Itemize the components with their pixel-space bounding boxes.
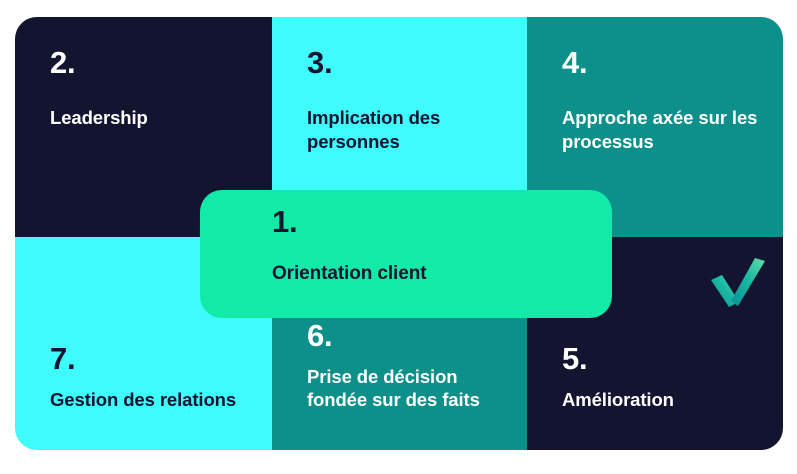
principle-cell-1-center[interactable]: 1. Orientation client: [200, 190, 612, 318]
principle-number: 5.: [562, 341, 588, 377]
principle-label: Gestion des relations: [50, 389, 237, 411]
principle-label: Amélioration: [562, 389, 674, 411]
principle-label: Approche axée sur les processus: [562, 107, 758, 152]
principle-number: 7.: [50, 341, 76, 377]
principle-cell-2[interactable]: 2. Leadership: [15, 17, 272, 237]
principle-label: Orientation client: [272, 263, 427, 284]
principle-number: 1.: [272, 204, 298, 239]
principle-label: Prise de décision fondée sur des faits: [307, 365, 480, 411]
principle-number: 4.: [562, 45, 588, 80]
principle-label: Implication des personnes: [307, 107, 441, 152]
principle-number: 2.: [50, 45, 76, 80]
principle-number: 3.: [307, 45, 333, 80]
principle-number: 6.: [307, 317, 333, 353]
checkmark-logo-icon: [707, 256, 769, 314]
principle-label: Leadership: [50, 107, 148, 128]
principles-grid: 2. Leadership 3. Implication des personn…: [15, 17, 783, 450]
